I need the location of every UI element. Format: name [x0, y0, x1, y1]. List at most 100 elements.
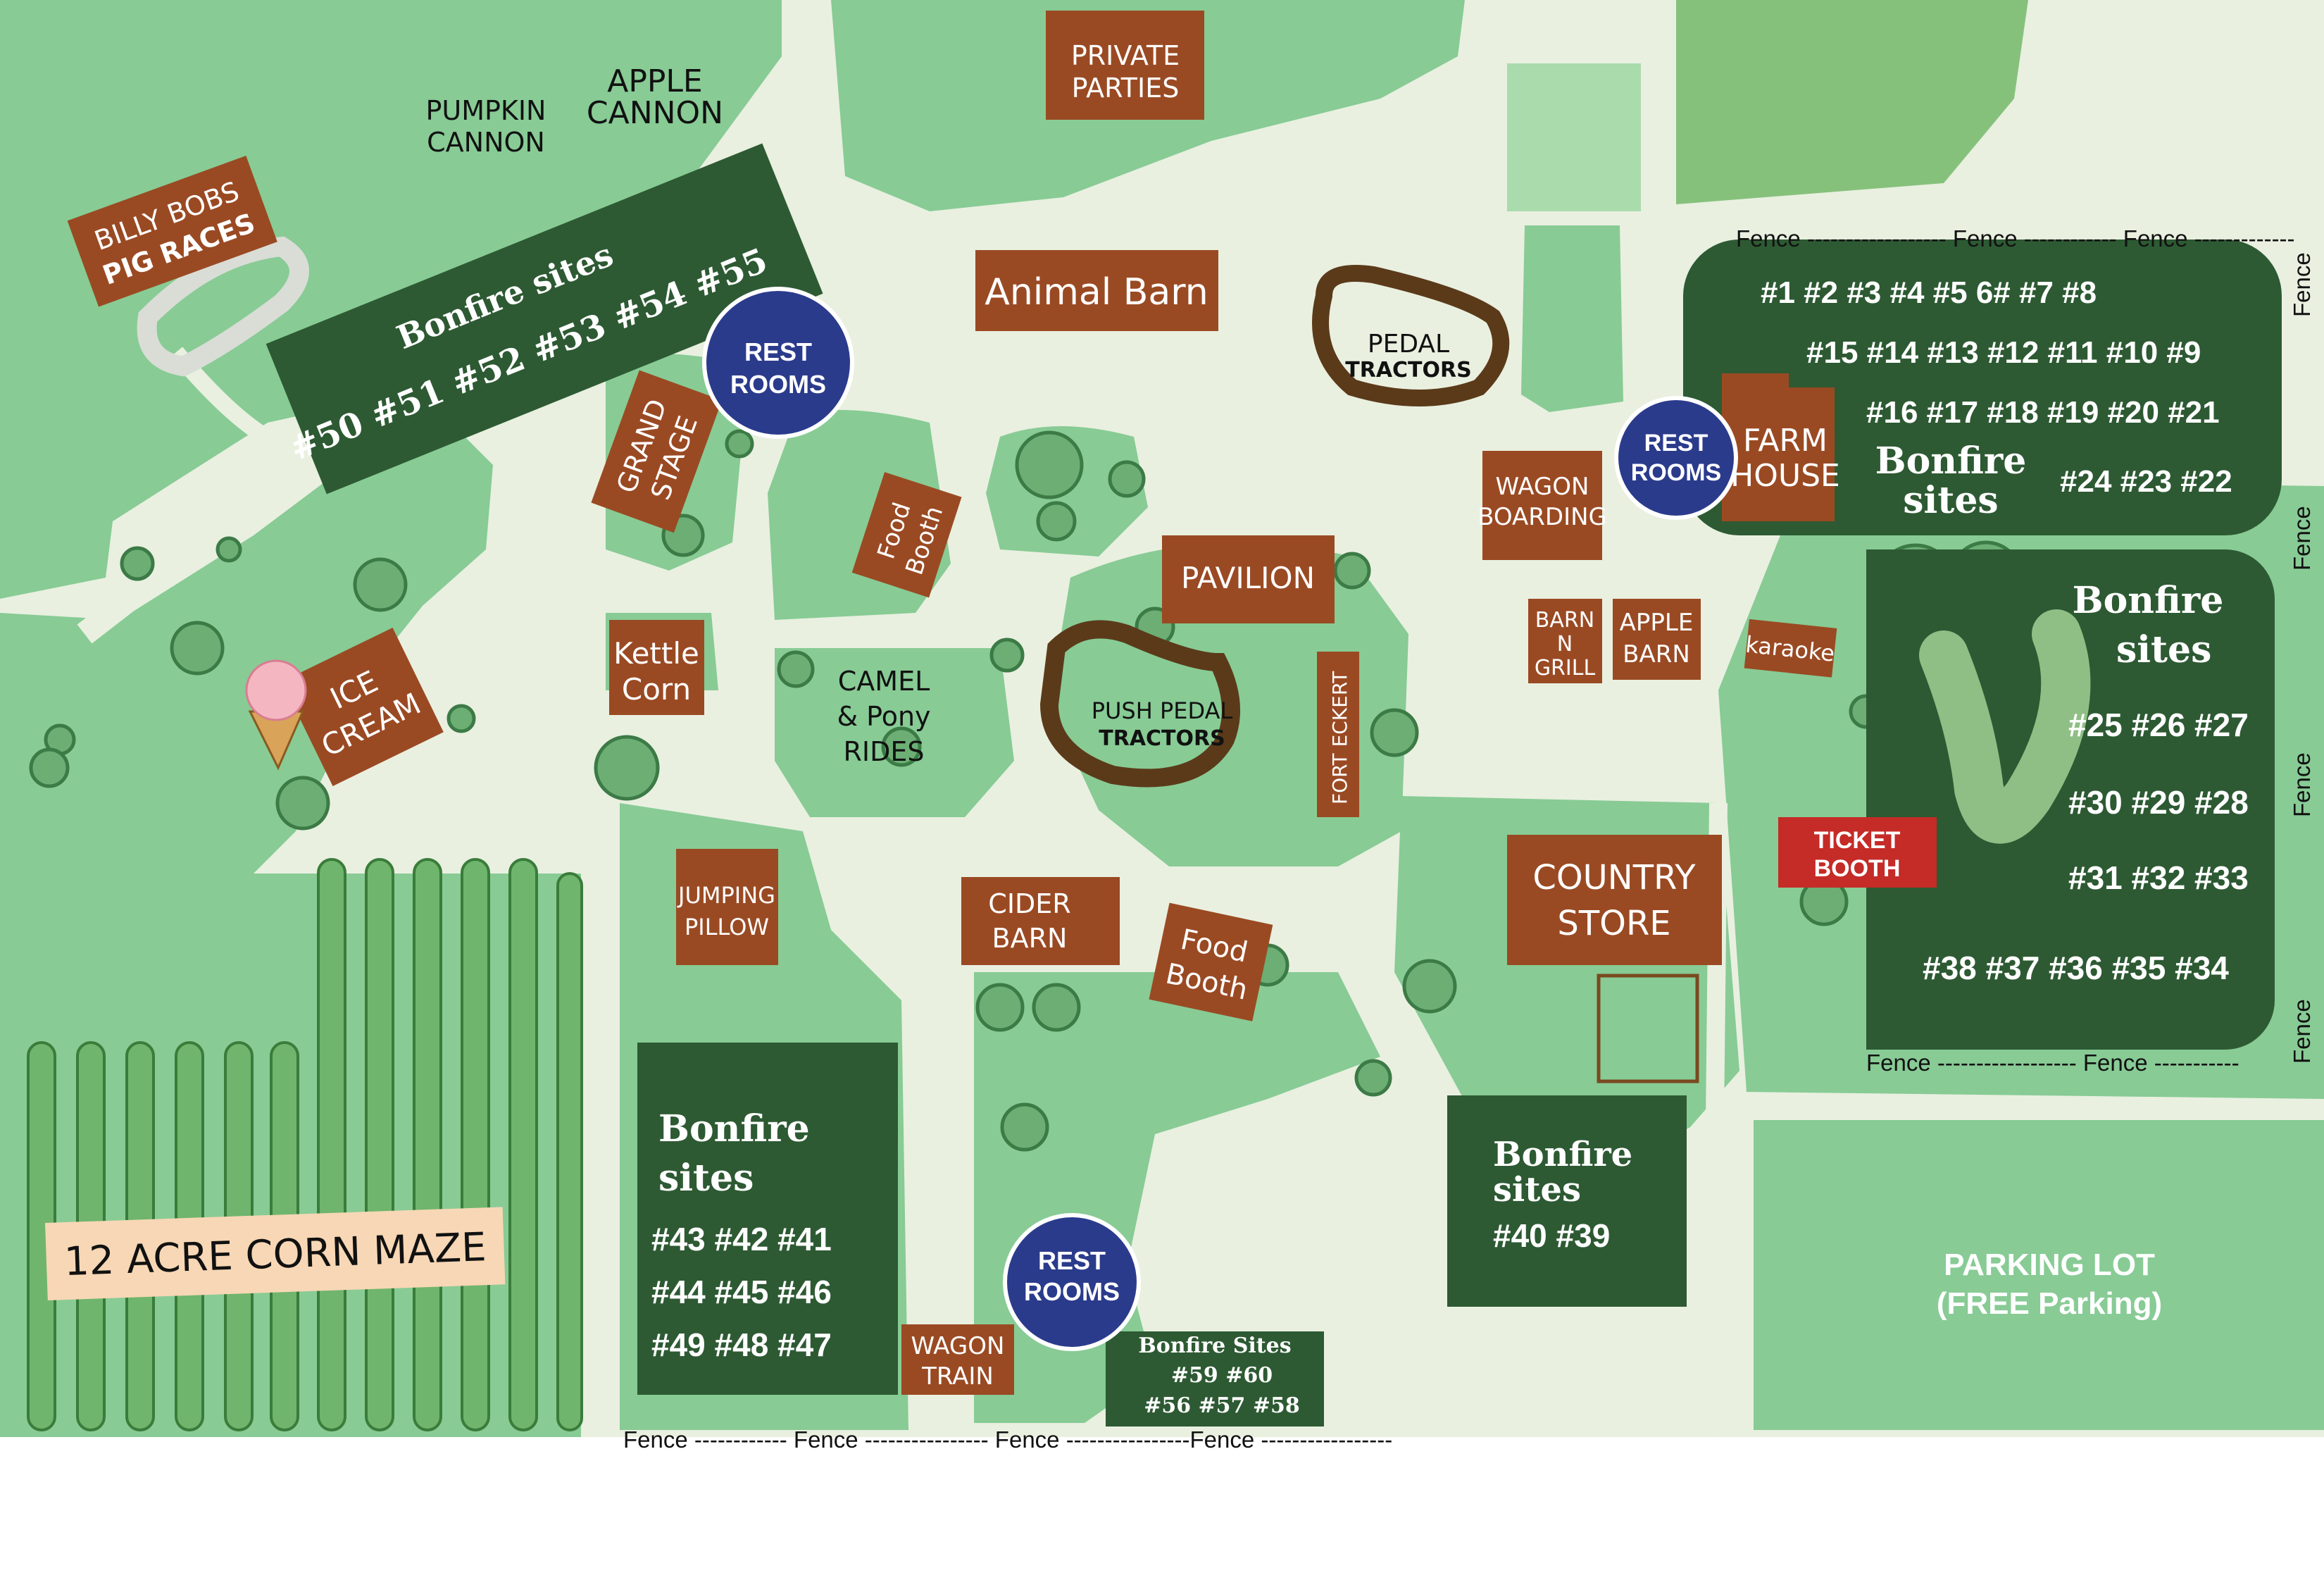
animal-barn-label: Animal Barn	[985, 271, 1208, 313]
bonfire-ne-row-3: #16 #17 #18 #19 #20 #21	[1866, 395, 2220, 430]
bonfire-ne-row-4: #24 #23 #22	[2060, 464, 2232, 499]
fort-eckert-sign[interactable]: FORT ECKERT	[1317, 652, 1359, 817]
pedal-tractors-label-1: PEDAL	[1368, 330, 1449, 359]
tree	[1402, 959, 1457, 1014]
push-pedal-tractor-track	[1039, 620, 1240, 788]
bonfire-e-title-2: sites	[2116, 628, 2211, 671]
private-parties-sign[interactable]: PRIVATE PARTIES	[1046, 11, 1204, 120]
fort-eckert-sign-bg	[1317, 652, 1359, 817]
restrooms-north[interactable]: REST ROOMS	[702, 287, 854, 439]
grand-stage-sign-bg	[591, 370, 723, 533]
bonfire-sw-block	[637, 1043, 898, 1395]
restrooms-north-circle	[702, 287, 854, 439]
grand-stage-sign[interactable]: GRAND STAGE	[591, 370, 723, 533]
pedal-tractors[interactable]: PEDAL TRACTORS	[1345, 330, 1471, 383]
restrooms-south[interactable]: REST ROOMS	[1003, 1213, 1141, 1351]
pumpkin-cannon[interactable]: PUMPKIN CANNON	[426, 95, 546, 158]
restrooms-south-label-1: REST	[1038, 1246, 1106, 1275]
bonfire-sw-row-3: #49 #48 #47	[651, 1326, 832, 1363]
tree	[1108, 460, 1146, 498]
fence-bottom: Fence ------------ Fence ---------------…	[623, 1426, 1392, 1453]
karaoke-sign[interactable]: karaoke	[1743, 619, 1837, 678]
wagon-train-sign[interactable]: WAGON TRAIN	[901, 1324, 1014, 1395]
bonfire-ne-row-2: #15 #14 #13 #12 #11 #10 #9	[1806, 335, 2201, 370]
food-booth-south[interactable]: Food Booth	[1149, 902, 1273, 1021]
apple-cannon[interactable]: APPLE CANNON	[587, 63, 723, 131]
push-pedal-label-2: TRACTORS	[1099, 726, 1225, 751]
ticket-booth-sign[interactable]: TICKET BOOTH	[1778, 817, 1937, 888]
private-parties-label-1: PRIVATE	[1071, 40, 1180, 71]
restrooms-east-label-1: REST	[1644, 430, 1708, 456]
private-parties-label-2: PARTIES	[1072, 73, 1180, 104]
tree	[881, 726, 922, 767]
push-pedal-tractors[interactable]: PUSH PEDAL TRACTORS	[1092, 697, 1233, 751]
corn-maze-sign[interactable]: 12 ACRE CORN MAZE	[44, 1207, 506, 1300]
bonfire-small[interactable]: Bonfire Sites #59 #60 #56 #57 #58	[1106, 1331, 1324, 1426]
apple-barn-sign[interactable]: APPLE BARN	[1613, 599, 1701, 680]
cider-barn-sign-bg	[961, 877, 1120, 965]
jumping-pillow-sign-bg	[676, 849, 778, 965]
farm-house-sign[interactable]: FARM HOUSE	[1722, 373, 1840, 521]
tree	[170, 621, 225, 676]
bonfire-mid-block	[1447, 1095, 1687, 1307]
tree	[1354, 1059, 1392, 1097]
bonfire-ne-title-2: sites	[1903, 479, 1998, 522]
tree	[275, 776, 330, 831]
restrooms-north-label-1: REST	[744, 337, 812, 366]
wagon-boarding-label-2: BOARDING	[1478, 503, 1607, 531]
ticket-booth-label-2: BOOTH	[1814, 855, 1901, 882]
barn-n-grill-label-1: BARN	[1535, 608, 1594, 633]
tree	[777, 650, 815, 688]
west-field	[0, 423, 493, 881]
pedal-tractor-track	[1312, 265, 1510, 406]
pavilion-sign[interactable]: PAVILION	[1162, 535, 1335, 623]
bonfire-e-row-4: #38 #37 #36 #35 #34	[1923, 950, 2229, 986]
animal-barn-sign[interactable]: Animal Barn	[975, 250, 1218, 331]
bonfire-e[interactable]: Bonfire sites #25 #26 #27 #30 #29 #28 #3…	[1866, 549, 2275, 1050]
country-store-sign[interactable]: COUNTRY STORE	[1507, 835, 1722, 965]
cider-barn-sign[interactable]: CIDER BARN	[961, 877, 1120, 965]
parking-lot-title: PARKING LOT	[1944, 1248, 2155, 1282]
kettle-corn-sign[interactable]: Kettle Corn	[609, 620, 704, 715]
parking-field	[1754, 1120, 2324, 1430]
private-parties-sign-bg	[1046, 11, 1204, 120]
bonfire-small-title: Bonfire Sites	[1138, 1334, 1291, 1358]
food-booth-south-bg	[1149, 902, 1273, 1021]
kettle-corn-label-2: Corn	[622, 672, 691, 707]
jumping-pillow-label-1: JUMPING	[677, 882, 775, 909]
tree	[29, 747, 70, 788]
fence-side-4: Fence	[2289, 999, 2315, 1064]
bonfire-mid-row-1: #40 #39	[1493, 1217, 1610, 1254]
pavilion-sign-bg	[1162, 535, 1335, 623]
ice-cream-sign[interactable]: ICE CREAM	[282, 627, 444, 786]
kettle-corn-label-1: Kettle	[613, 636, 699, 671]
corn-row	[413, 858, 442, 1431]
corn-row	[461, 858, 490, 1431]
camel-rides[interactable]: CAMEL & Pony RIDES	[837, 666, 930, 767]
store-fence	[1597, 974, 1699, 1083]
tree	[989, 638, 1025, 673]
restrooms-east[interactable]: REST ROOMS	[1614, 396, 1738, 520]
parking-lot-subtitle: (FREE Parking)	[1937, 1286, 2162, 1321]
bonfire-small-block	[1106, 1331, 1324, 1426]
corn-row	[365, 858, 394, 1431]
tree	[1036, 501, 1077, 542]
apple-cannon-label-1: APPLE	[607, 63, 702, 99]
jumping-pillow-sign[interactable]: JUMPING PILLOW	[676, 849, 778, 965]
fence-side-3: Fence	[2289, 752, 2315, 817]
barn-n-grill-sign[interactable]: BARN N GRILL	[1528, 599, 1602, 683]
bonfire-sw[interactable]: Bonfire sites #43 #42 #41 #44 #45 #46 #4…	[637, 1043, 898, 1395]
parking-lot[interactable]: PARKING LOT (FREE Parking)	[1937, 1248, 2162, 1321]
cider-barn-label-2: BARN	[992, 923, 1068, 954]
fort-eckert-label: FORT ECKERT	[1328, 671, 1351, 804]
bonfire-mid[interactable]: Bonfire sites #40 #39	[1447, 1095, 1687, 1307]
north-field-a	[1507, 63, 1641, 211]
bottom-margin	[0, 1437, 2324, 1585]
apple-barn-sign-bg	[1613, 599, 1701, 680]
wagon-boarding-sign[interactable]: WAGON BOARDING	[1478, 451, 1607, 560]
fence-side-2: Fence	[2289, 506, 2315, 571]
tree	[594, 735, 660, 801]
food-booth-north[interactable]: Food Booth	[851, 472, 962, 598]
tree	[1370, 708, 1419, 757]
